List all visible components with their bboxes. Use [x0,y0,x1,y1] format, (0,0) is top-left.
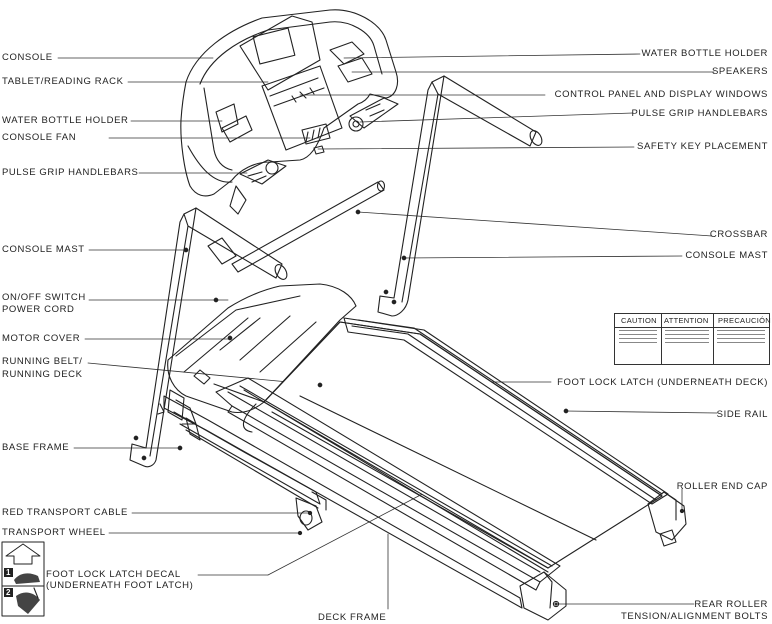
pulse-grip-left [229,159,287,215]
decal-step-2: 2 [6,588,12,597]
roller-end-caps [519,491,687,621]
label-foot-lock-decal-2: (UNDERNEATH FOOT LATCH) [46,580,194,591]
label-console: CONSOLE [2,52,53,63]
label-onoff-switch: ON/OFF SWITCH [2,292,86,303]
warning-fine-print-2 [665,330,709,356]
console-mast-left [129,207,288,468]
label-pulse-grip-right: PULSE GRIP HANDLEBARS [631,108,768,119]
side-rail-left [215,377,561,591]
label-side-rail: SIDE RAIL [716,409,768,420]
side-rail-right [343,317,669,505]
label-speakers: SPEAKERS [711,66,768,77]
label-motor-cover: MOTOR COVER [2,333,81,344]
foot-lock-decal-graphic [1,541,45,617]
label-base-frame: BASE FRAME [2,442,70,453]
warning-decal: CAUTION ATTENTION PRECAUCIÓN [614,313,772,365]
label-foot-lock-latch: FOOT LOCK LATCH (UNDERNEATH DECK) [557,377,768,388]
motor-cover [167,283,357,414]
label-pulse-grip-left: PULSE GRIP HANDLEBARS [2,167,139,178]
label-safety-key: SAFETY KEY PLACEMENT [637,141,768,152]
label-rear-roller-2: TENSION/ALIGNMENT BOLTS [621,611,768,622]
warning-attention: ATTENTION [664,316,709,325]
label-transport-wheel: TRANSPORT WHEEL [2,527,106,538]
label-red-transport-cable: RED TRANSPORT CABLE [2,507,128,518]
warning-divider-h [615,327,769,328]
base-frame [157,389,201,451]
label-roller-end-cap: ROLLER END CAP [676,481,768,492]
warning-fine-print-3 [717,330,765,356]
label-power-cord: POWER CORD [2,304,75,315]
warning-precaucion: PRECAUCIÓN [718,316,772,325]
label-deck-frame: DECK FRAME [318,612,387,623]
label-tablet-rack: TABLET/READING RACK [2,76,124,87]
warning-fine-print-1 [619,330,657,356]
deck-frame [163,395,523,609]
label-console-mast-right: CONSOLE MAST [685,250,768,261]
console-housing [180,9,399,197]
warning-divider-v1 [661,314,662,364]
label-rear-roller-1: REAR ROLLER [694,599,768,610]
crossbar [231,180,386,273]
label-console-fan: CONSOLE FAN [2,132,77,143]
decal-step-1: 1 [6,568,12,577]
pulse-grip-right [348,97,399,132]
console-mast-right [377,75,543,317]
label-running-deck: RUNNING DECK [2,369,83,380]
label-water-bottle-right: WATER BOTTLE HOLDER [641,48,768,59]
label-foot-lock-decal-1: FOOT LOCK LATCH DECAL [46,569,181,580]
running-deck [242,321,663,569]
label-console-mast-left: CONSOLE MAST [2,244,85,255]
warning-caution: CAUTION [621,316,657,325]
label-crossbar: CROSSBAR [709,229,768,240]
label-running-belt: RUNNING BELT/ [2,356,83,367]
label-control-panel: CONTROL PANEL AND DISPLAY WINDOWS [554,89,768,100]
rear-roller-bolt-right [659,529,677,547]
transport-wheel [295,491,327,536]
label-water-bottle-left: WATER BOTTLE HOLDER [2,115,129,126]
warning-divider-v2 [713,314,714,364]
